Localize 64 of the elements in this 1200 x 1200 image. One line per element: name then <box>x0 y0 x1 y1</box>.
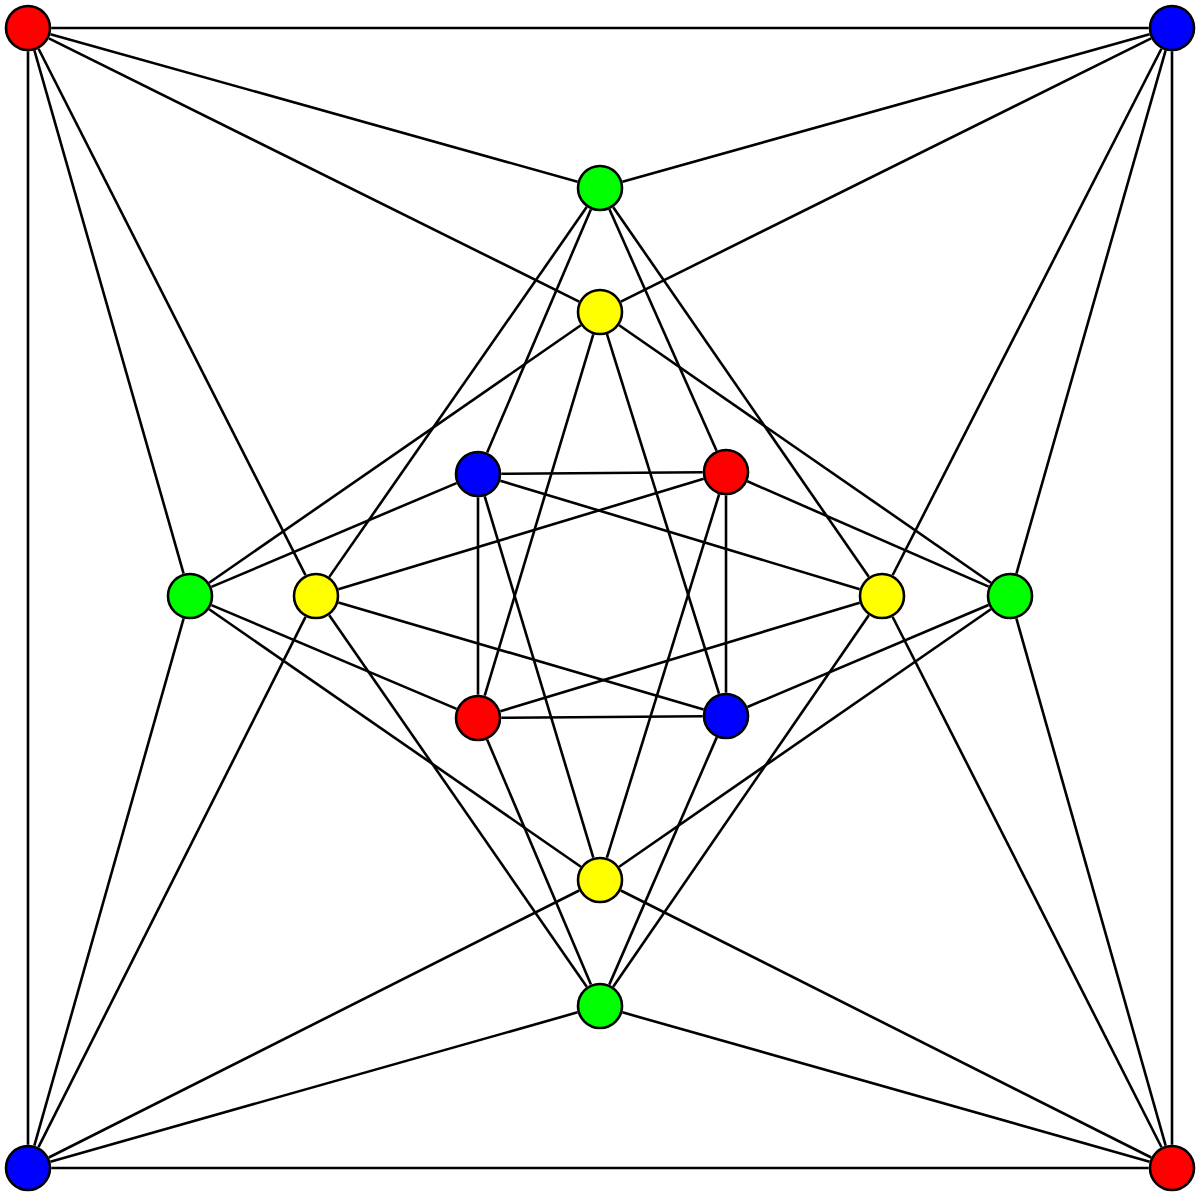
vertex-circle <box>292 572 340 620</box>
edge-line <box>1170 51 1174 1145</box>
edge-line <box>622 1011 1150 1163</box>
edge-line <box>208 324 582 584</box>
vertex-circle <box>1148 1144 1196 1192</box>
vertex-circle <box>576 164 624 212</box>
edge-line <box>37 48 307 576</box>
edge-line <box>51 26 1149 30</box>
vertex-circle <box>454 694 502 742</box>
edge-line <box>51 1166 1149 1170</box>
edge-line <box>499 479 861 591</box>
edge-line <box>476 497 480 695</box>
edge-line <box>620 889 1152 1159</box>
vertex-circle <box>1148 4 1196 52</box>
edge-line <box>1015 50 1167 574</box>
edge-line <box>485 738 593 986</box>
vertex-circle <box>576 288 624 336</box>
edge-line <box>48 37 580 303</box>
edge-line <box>891 48 1163 576</box>
edge-line <box>499 601 861 713</box>
edge-line <box>618 324 992 584</box>
edge-line <box>48 889 580 1159</box>
edge-line <box>724 495 728 693</box>
edge-line <box>1015 618 1167 1146</box>
vertex-circle <box>4 4 52 52</box>
edge-line <box>608 736 718 986</box>
edge-line <box>891 616 1163 1148</box>
edge-line <box>33 50 185 574</box>
edge-line <box>328 206 588 578</box>
edge-line <box>612 206 870 578</box>
vertex-circle <box>702 448 750 496</box>
vertex-circle <box>702 692 750 740</box>
edge-line <box>618 608 992 868</box>
vertex-circle <box>166 572 214 620</box>
edge-line <box>338 601 704 711</box>
vertex-circle <box>4 1144 52 1192</box>
vertex-circle <box>576 856 624 904</box>
edge-line <box>612 614 870 988</box>
edge-line <box>483 333 595 697</box>
edge-line <box>50 33 578 183</box>
vertex-circle <box>858 572 906 620</box>
edge-line <box>37 616 307 1148</box>
edge-line <box>26 51 30 1145</box>
edge-line <box>483 495 595 859</box>
edge-line <box>501 470 703 476</box>
edge-line <box>622 33 1150 183</box>
edge-line <box>605 493 721 859</box>
edge-line <box>33 618 185 1146</box>
edge-line <box>337 477 705 591</box>
vertex-circle <box>986 572 1034 620</box>
edge-line <box>485 208 593 454</box>
vertex-circle <box>454 450 502 498</box>
edge-line <box>208 608 582 868</box>
edge-line <box>328 614 588 988</box>
edge-line <box>746 480 990 588</box>
edge-line <box>605 333 721 695</box>
edge-line <box>210 481 458 589</box>
edge-line <box>50 1011 578 1163</box>
edge-line <box>608 208 718 452</box>
edge-line <box>620 37 1152 303</box>
vertex-circle <box>576 982 624 1030</box>
edge-line <box>746 603 990 709</box>
edge-line <box>501 714 703 720</box>
edge-line <box>210 603 458 711</box>
